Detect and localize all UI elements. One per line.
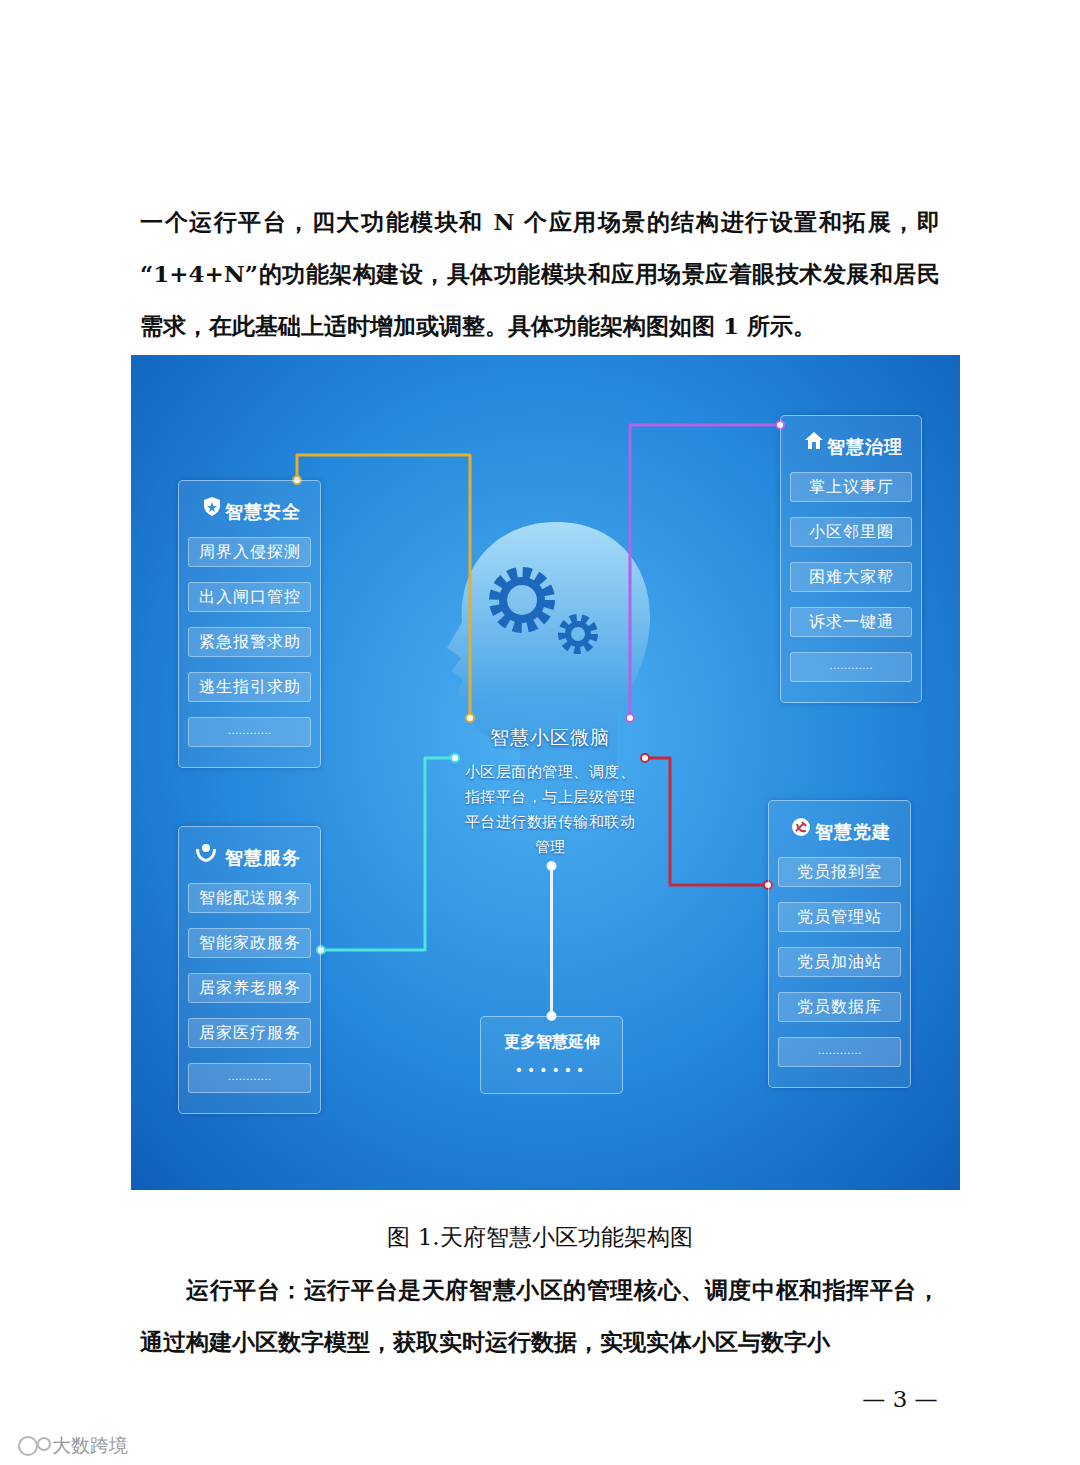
module-panel: 智慧安全周界入侵探测出入闸口管控紧急报警求助逃生指引求助 ………… — [178, 480, 321, 768]
node-title: 居家养老服务 — [189, 974, 310, 1002]
node-title: 党员报到室 — [779, 858, 900, 886]
node-description: •••••• — [487, 1059, 616, 1081]
feature-box: 紧急报警求助 — [188, 627, 311, 657]
node-title: 掌上议事厅 — [791, 473, 911, 501]
watermark-logo — [19, 1437, 50, 1455]
connector-dot — [466, 714, 474, 722]
hub-node: 智慧小区微脑小区层面的管理、调度、指挥平台，与上层级管理平台进行数据传输和联动管… — [455, 718, 645, 866]
node-title: 党员加油站 — [779, 948, 900, 976]
node-title: 诉求一键通 — [791, 608, 911, 636]
gear-small-rim — [568, 624, 588, 644]
page-number: — 3 — — [850, 1384, 950, 1414]
gear-large-rim — [503, 581, 541, 619]
feature-box: 掌上议事厅 — [790, 472, 912, 502]
gear-small — [563, 619, 593, 649]
connector-line — [645, 758, 768, 885]
feature-box: 智能配送服务 — [188, 883, 311, 913]
connector-dot — [451, 754, 459, 762]
node-title: 智慧安全 — [188, 501, 311, 523]
node-title: ………… — [189, 1064, 310, 1090]
node-title: 党员管理站 — [779, 903, 900, 931]
connector-dot — [641, 754, 649, 762]
feature-box: 党员管理站 — [778, 902, 901, 932]
extension-box: 更多智慧延伸 •••••• — [480, 1016, 623, 1094]
node-title: 小区邻里圈 — [791, 518, 911, 546]
connector-group — [626, 421, 784, 722]
feature-box: 逃生指引求助 — [188, 672, 311, 702]
feature-box: 出入闸口管控 — [188, 582, 311, 612]
connector-line — [297, 455, 470, 718]
node-title: 居家医疗服务 — [189, 1019, 310, 1047]
node-title: 困难大家帮 — [791, 563, 911, 591]
node-title: 智慧服务 — [188, 847, 311, 869]
feature-box: 居家医疗服务 — [188, 1018, 311, 1048]
connector-line — [321, 758, 455, 950]
feature-box: 困难大家帮 — [790, 562, 912, 592]
connector-group — [317, 754, 459, 954]
feature-box: ………… — [790, 652, 912, 682]
feature-box: 党员加油站 — [778, 947, 901, 977]
node-title: 智慧小区微脑 — [461, 722, 639, 752]
head-silhouette — [447, 522, 650, 805]
connector-line — [630, 425, 780, 718]
feature-box: ………… — [778, 1037, 901, 1067]
node-title: 智能家政服务 — [189, 929, 310, 957]
node-title: ………… — [791, 653, 911, 679]
feature-box: 周界入侵探测 — [188, 537, 311, 567]
watermark: 大数跨境 — [52, 1432, 128, 1458]
feature-box: 诉求一键通 — [790, 607, 912, 637]
module-panel: 智慧治理掌上议事厅小区邻里圈困难大家帮诉求一键通 ………… — [780, 415, 922, 703]
body-paragraph: 一个运行平台，四大功能模块和 N 个应用场景的结构进行设置和拓展，即“1+4+N… — [140, 196, 940, 352]
feature-box: ………… — [188, 1063, 311, 1093]
module-panel: 智慧党建党员报到室党员管理站党员加油站党员数据库 ………… — [768, 800, 911, 1088]
node-title: 逃生指引求助 — [189, 673, 310, 701]
connector-line — [550, 866, 553, 1016]
connector-dot — [626, 714, 634, 722]
figure-caption: 图 1.天府智慧小区功能架构图 — [0, 1220, 1080, 1254]
feature-box: 智能家政服务 — [188, 928, 311, 958]
node-title: ………… — [779, 1038, 900, 1064]
connector-dot — [548, 862, 556, 870]
node-title: 出入闸口管控 — [189, 583, 310, 611]
node-title: 周界入侵探测 — [189, 538, 310, 566]
connector-group — [641, 754, 772, 889]
gear-large — [496, 574, 548, 626]
feature-box: 居家养老服务 — [188, 973, 311, 1003]
feature-box: ………… — [188, 717, 311, 747]
connector-group — [548, 862, 556, 1020]
module-panel: 智慧服务智能配送服务智能家政服务居家养老服务居家医疗服务 ………… — [178, 826, 321, 1114]
feature-box: 党员数据库 — [778, 992, 901, 1022]
node-title: ………… — [189, 718, 310, 744]
node-title: 党员数据库 — [779, 993, 900, 1021]
feature-box: 党员报到室 — [778, 857, 901, 887]
node-title: 智慧治理 — [790, 436, 912, 458]
node-title: 更多智慧延伸 — [487, 1031, 616, 1053]
node-title: 智能配送服务 — [189, 884, 310, 912]
node-title: 紧急报警求助 — [189, 628, 310, 656]
body-paragraph: 运行平台：运行平台是天府智慧小区的管理核心、调度中枢和指挥平台，通过构建小区数字… — [140, 1264, 940, 1368]
node-description: 小区层面的管理、调度、指挥平台，与上层级管理平台进行数据传输和联动管理 — [461, 760, 639, 860]
feature-box: 小区邻里圈 — [790, 517, 912, 547]
node-title: 智慧党建 — [778, 821, 901, 843]
